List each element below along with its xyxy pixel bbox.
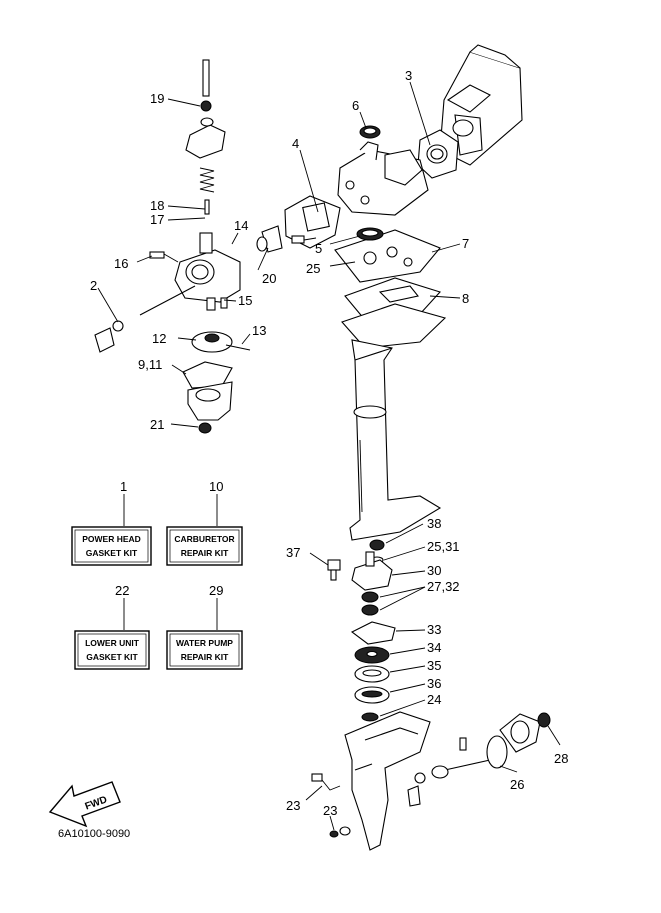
drive-shaft-housing-part — [349, 339, 442, 541]
callout-17: 17 — [150, 212, 164, 227]
callout-9-11: 9,11 — [138, 357, 162, 372]
callout-3: 3 — [405, 68, 412, 83]
callout-8: 8 — [462, 291, 469, 306]
float-part — [191, 331, 251, 353]
drawing-code: 6A10100-9090 — [58, 828, 130, 840]
choke-shaft-part — [94, 285, 196, 353]
callout-6: 6 — [352, 98, 359, 113]
impeller-part — [354, 646, 390, 664]
lower-o-ring-part — [486, 735, 508, 769]
callout-37: 37 — [286, 545, 300, 560]
callout-25-31: 25,31 — [427, 539, 460, 554]
callout-29: 29 — [209, 583, 223, 598]
kit-line-1: CARBURETOR — [174, 534, 234, 544]
propeller-cap-part — [499, 713, 541, 753]
callout-34: 34 — [427, 640, 441, 655]
callout-19: 19 — [150, 91, 164, 106]
callout-24: 24 — [427, 692, 441, 707]
main-jet-part — [206, 297, 228, 311]
kit-power-head-gasket: POWER HEAD GASKET KIT — [71, 526, 152, 566]
callout-13: 13 — [252, 323, 266, 338]
crankcase-part — [337, 141, 429, 216]
drain-screw-part — [198, 422, 212, 434]
callout-26: 26 — [510, 777, 524, 792]
callout-23b: 23 — [323, 803, 337, 818]
kit-line-2: REPAIR KIT — [181, 548, 229, 558]
pump-insert-part — [354, 665, 390, 683]
throttle-spring-part — [199, 167, 215, 215]
callout-36: 36 — [427, 676, 441, 691]
callout-30: 30 — [427, 563, 441, 578]
callout-10: 10 — [209, 479, 223, 494]
cylinder-block-part — [439, 44, 523, 166]
carburetor-body-part — [174, 232, 241, 303]
fwd-arrow-icon: FWD — [48, 781, 121, 828]
kit-line-2: REPAIR KIT — [181, 652, 229, 662]
kit-line-1: POWER HEAD — [82, 534, 141, 544]
intake-gasket-part — [284, 195, 341, 249]
callout-15: 15 — [238, 293, 252, 308]
callout-28: 28 — [554, 751, 568, 766]
float-gasket-part — [182, 361, 233, 389]
kit-line-1: WATER PUMP — [176, 638, 233, 648]
callout-18: 18 — [150, 198, 164, 213]
lower-seal-part — [361, 712, 379, 722]
callout-16: 16 — [114, 256, 128, 271]
carburetor-linkage-part — [256, 225, 283, 253]
callout-1: 1 — [120, 479, 127, 494]
lower-casing-part — [344, 711, 431, 851]
kit-carburetor-repair: CARBURETOR REPAIR KIT — [166, 526, 243, 566]
crankcase-gasket-part — [417, 129, 459, 179]
callout-labels: 1 2 3 4 5 6 7 8 9,11 10 12 13 14 15 16 1… — [90, 68, 568, 818]
callout-27-32: 27,32 — [427, 579, 460, 594]
callout-7: 7 — [462, 236, 469, 251]
screw-part — [327, 559, 341, 581]
seal-part — [356, 227, 384, 241]
leader-lines — [97, 81, 561, 831]
lower-bolt-part — [311, 773, 351, 838]
throttle-cap-part — [185, 59, 226, 159]
pump-cover-part — [350, 621, 396, 645]
callout-35: 35 — [427, 658, 441, 673]
kit-line-2: GASKET KIT — [86, 652, 138, 662]
float-chamber-part — [187, 381, 233, 421]
callout-4: 4 — [292, 136, 299, 151]
washer-part — [361, 591, 379, 616]
callout-2: 2 — [90, 278, 97, 293]
propeller-seal-part — [537, 712, 551, 728]
bolt-small-part — [291, 235, 317, 244]
callout-38: 38 — [427, 516, 441, 531]
cylinder-head-gasket-part — [334, 229, 441, 283]
oil-seal-part — [359, 125, 381, 139]
callout-21: 21 — [150, 417, 164, 432]
callout-25: 25 — [306, 261, 320, 276]
kit-lower-unit-gasket: LOWER UNIT GASKET KIT — [74, 630, 150, 670]
kit-line-1: LOWER UNIT — [85, 638, 140, 648]
kit-line-2: GASKET KIT — [86, 548, 138, 558]
callout-33: 33 — [427, 622, 441, 637]
grommet-part — [369, 539, 385, 551]
callout-14: 14 — [234, 218, 248, 233]
callout-23a: 23 — [286, 798, 300, 813]
callout-22: 22 — [115, 583, 129, 598]
kit-water-pump-repair: WATER PUMP REPAIR KIT — [166, 630, 243, 670]
pilot-screw-part — [149, 251, 179, 263]
callout-20: 20 — [262, 271, 276, 286]
callout-5: 5 — [315, 241, 322, 256]
pump-plate-part — [354, 686, 390, 704]
propeller-shaft-part — [407, 737, 491, 807]
callout-12: 12 — [152, 331, 166, 346]
water-pump-housing-part — [351, 551, 393, 591]
